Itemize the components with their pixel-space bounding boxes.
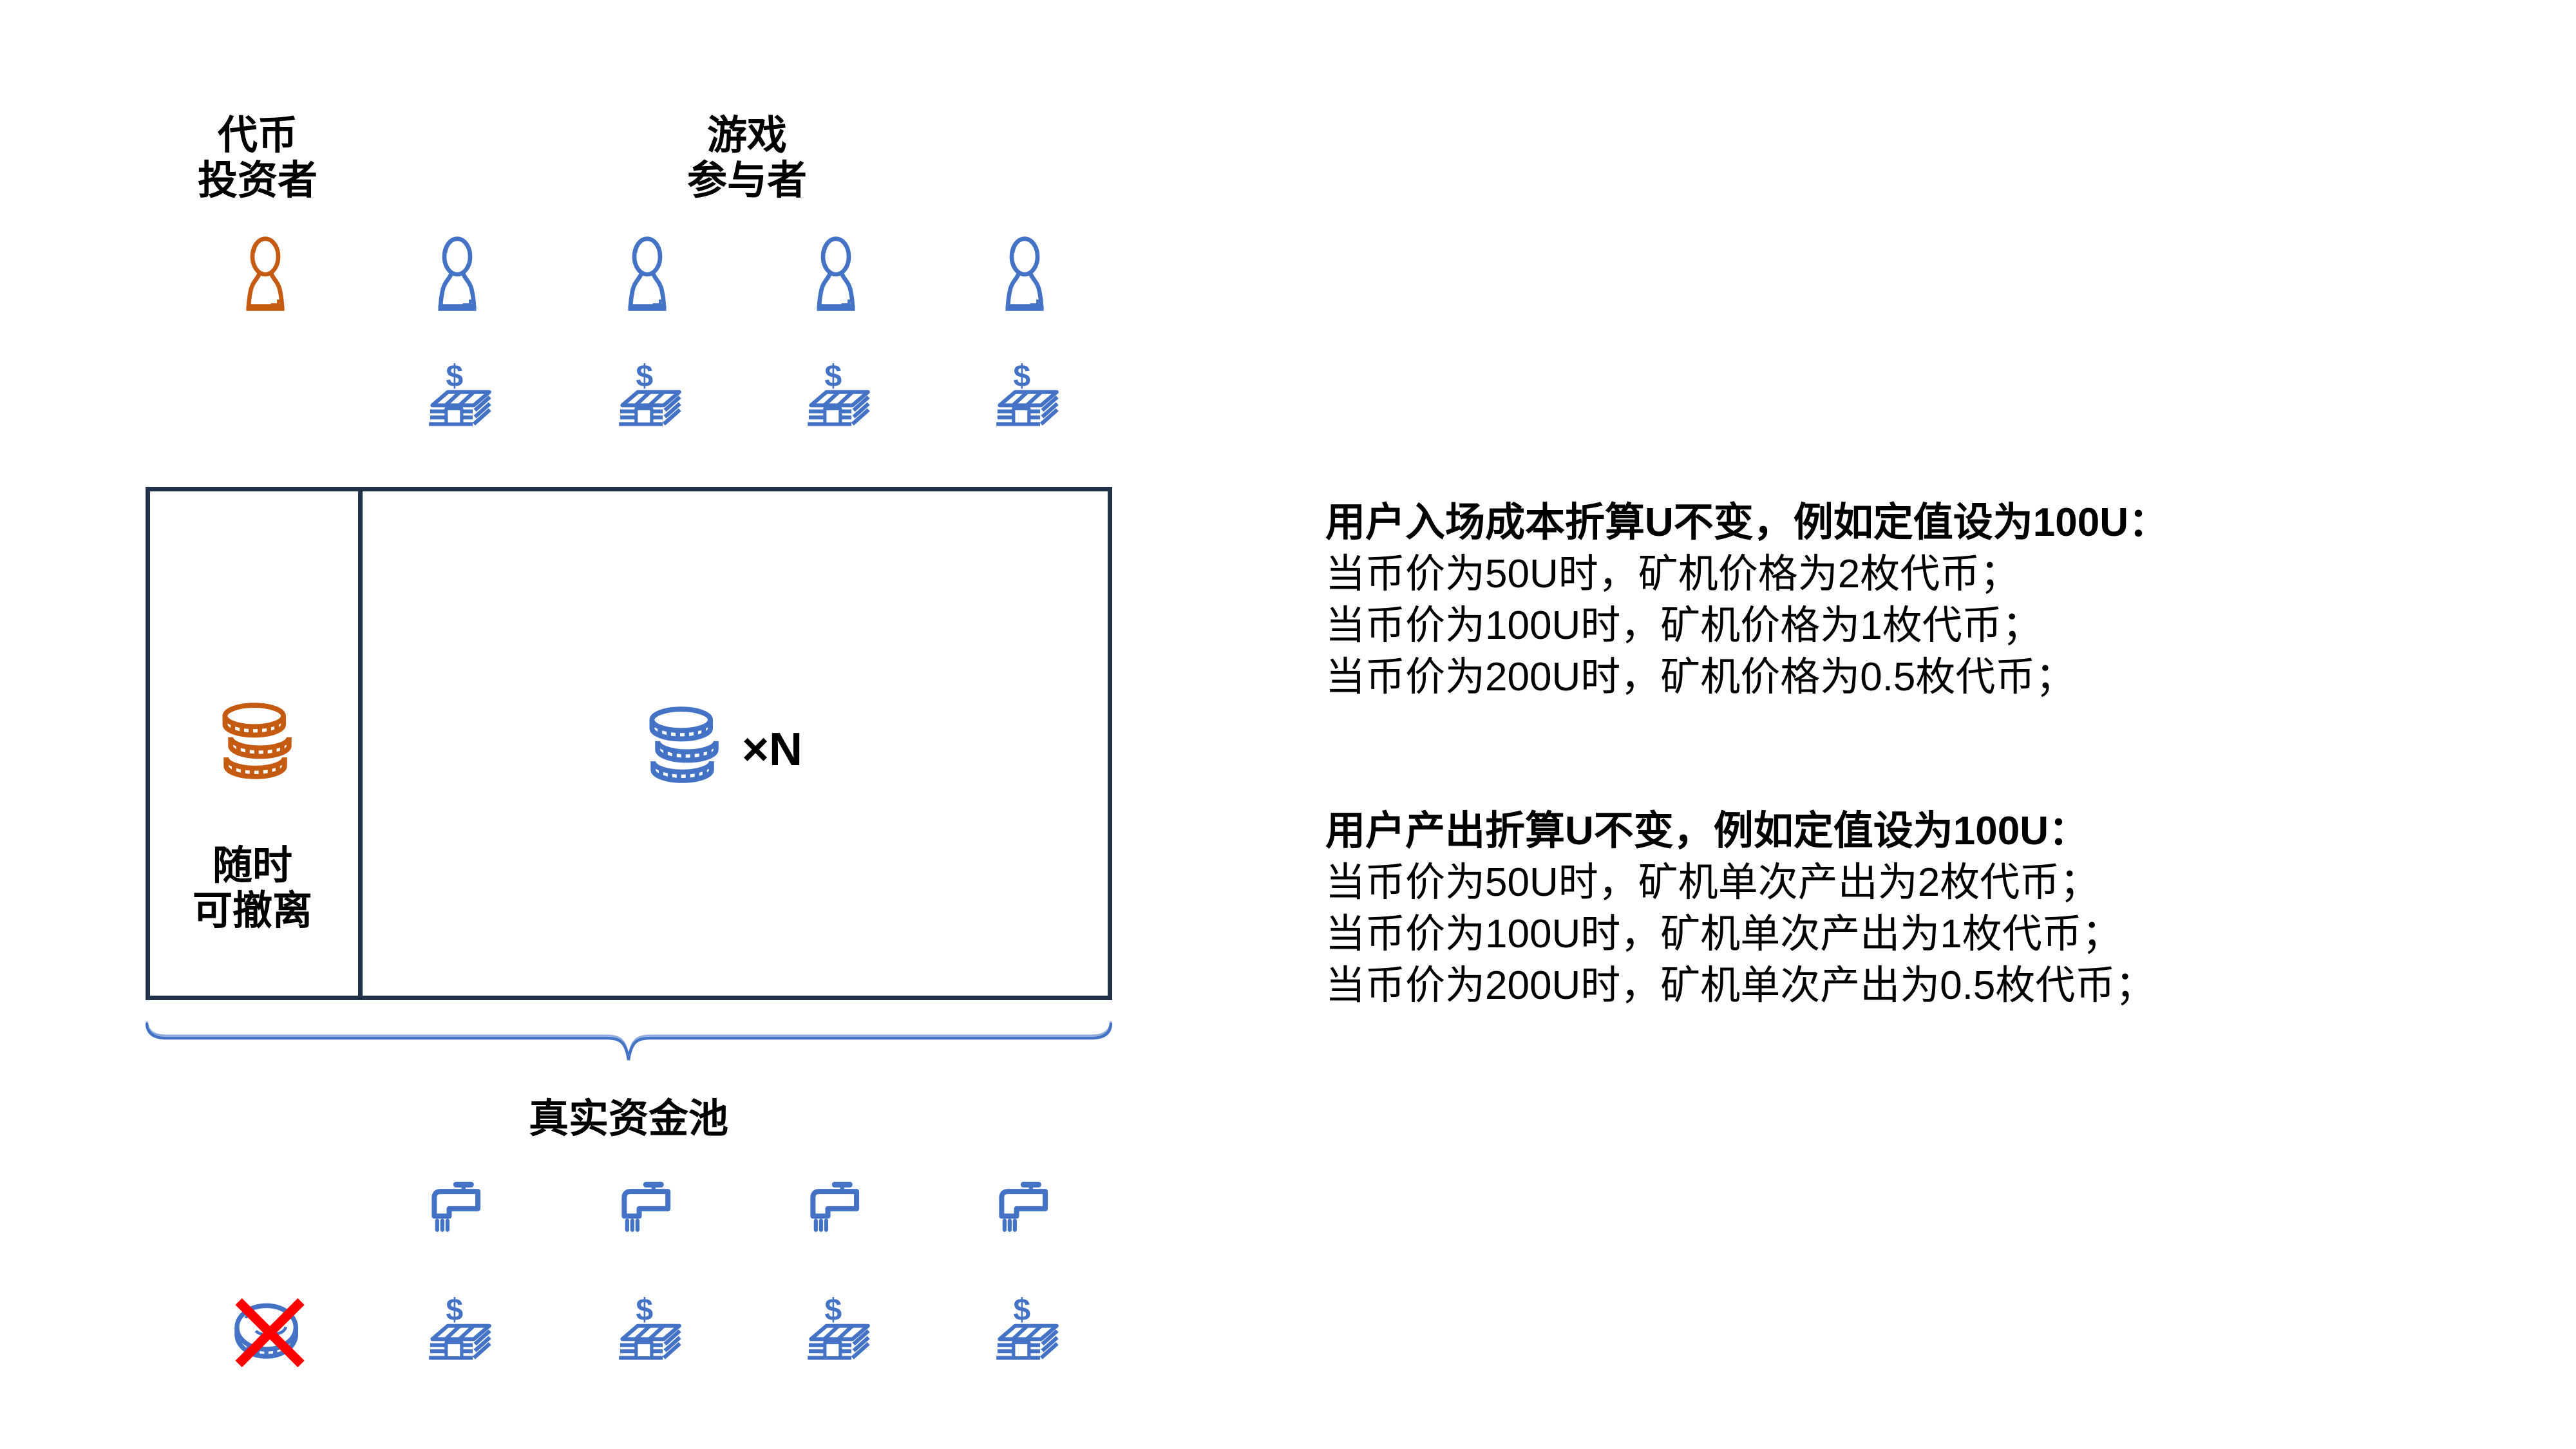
cash-in-money-icon: [800, 355, 872, 430]
pool-brace: [146, 1021, 1112, 1061]
section-line: 当币价为100U时，矿机单次产出为1枚代币；: [1325, 912, 2122, 956]
investor-group-label: 代币 投资者: [197, 113, 317, 203]
cash-in-money-icon: [989, 355, 1061, 430]
payout-faucet-icon: [426, 1171, 489, 1240]
participant-person-icon: [426, 236, 488, 314]
payout-faucet-icon: [804, 1171, 867, 1240]
investor-person-icon: [234, 236, 296, 314]
section-line: 当币价为50U时，矿机价格为2枚代币；: [1325, 552, 2020, 596]
cash-in-money-icon: [611, 355, 683, 430]
payout-faucet-icon: [616, 1171, 679, 1240]
section-line: 当币价为200U时，矿机单次产出为0.5枚代币；: [1325, 963, 2155, 1008]
section-line: 当币价为100U时，矿机价格为1枚代币；: [1325, 603, 2042, 648]
section-line: 当币价为50U时，矿机单次产出为2枚代币；: [1325, 860, 2100, 905]
real-fund-pool-box: [146, 487, 1112, 1000]
section-title: 用户入场成本折算U不变，例如定值设为100U：: [1325, 500, 2168, 545]
coin-crossed-out-icon: [229, 1294, 312, 1371]
investor-coin-stack-icon: [218, 697, 297, 781]
participant-person-icon: [616, 236, 678, 314]
pool-caption: 真实资金池: [528, 1097, 728, 1141]
cash-in-money-icon: [421, 355, 493, 430]
cash-out-money-icon: [989, 1289, 1061, 1364]
section-title: 用户产出折算U不变，例如定值设为100U：: [1325, 809, 2088, 853]
cash-out-money-icon: [421, 1289, 493, 1364]
payout-faucet-icon: [993, 1171, 1056, 1240]
pool-coin-stack-icon: [645, 701, 724, 785]
withdraw-anytime-label: 随时 可撤离: [192, 844, 312, 933]
cash-out-money-icon: [611, 1289, 683, 1364]
cash-out-money-icon: [800, 1289, 872, 1364]
output-section: 用户产出折算U不变，例如定值设为100U： 当币价为50U时，矿机单次产出为2枚…: [1325, 806, 2356, 1012]
coin-multiplier-label: ×N: [742, 724, 803, 775]
pool-divider: [358, 491, 363, 996]
participant-person-icon: [805, 236, 867, 314]
entry-cost-section: 用户入场成本折算U不变，例如定值设为100U： 当币价为50U时，矿机价格为2枚…: [1325, 497, 2356, 703]
participants-group-label: 游戏 参与者: [687, 113, 807, 203]
participant-person-icon: [994, 236, 1056, 314]
section-line: 当币价为200U时，矿机价格为0.5枚代币；: [1325, 655, 2076, 699]
